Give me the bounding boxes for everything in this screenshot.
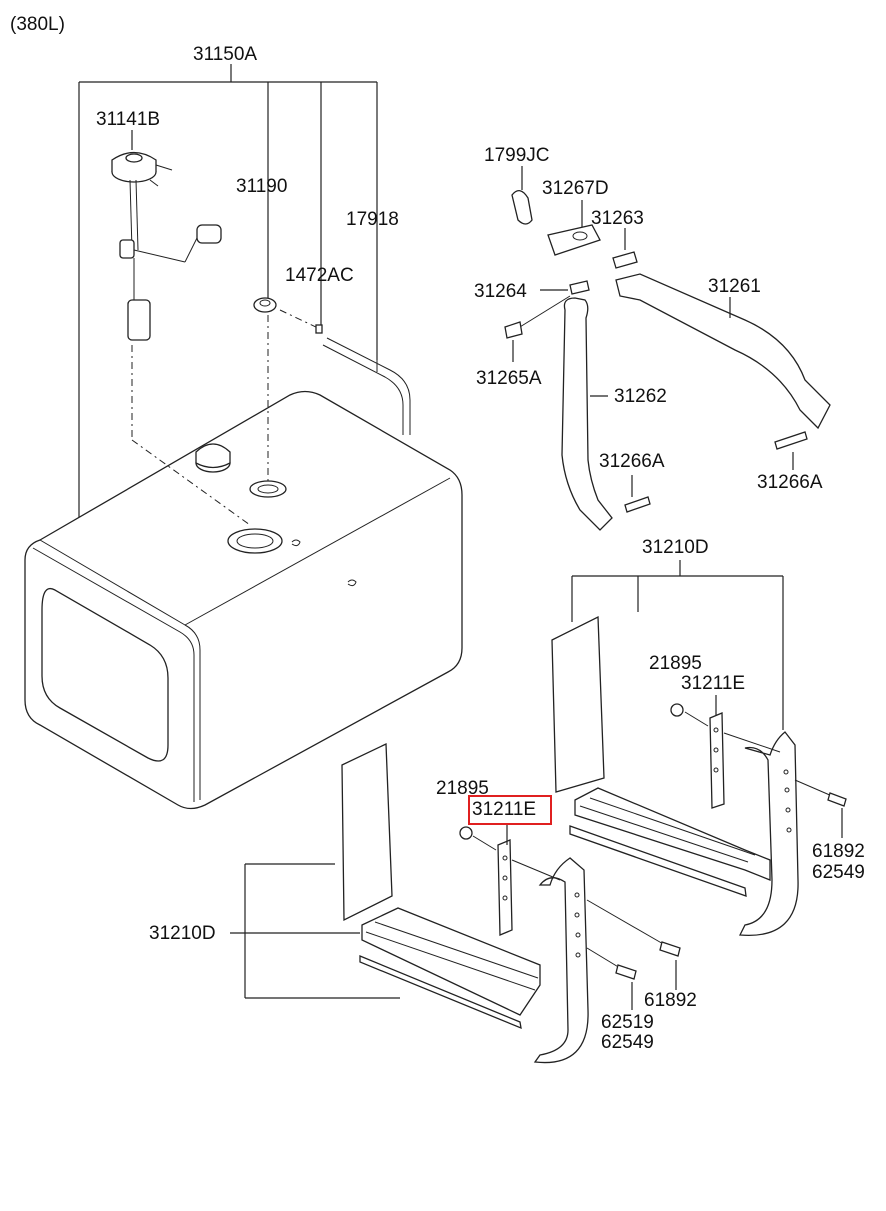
label-31261: 31261 [708, 276, 761, 297]
vent-fittings [253, 297, 411, 485]
label-62549-upper: 62549 [812, 862, 865, 883]
label-21895-lower: 21895 [436, 778, 489, 799]
label-31141B: 31141B [96, 109, 161, 130]
label-31267D: 31267D [542, 178, 609, 199]
label-62519: 62519 [601, 1012, 654, 1033]
fuel-tank [24, 390, 463, 810]
label-62549-lower: 62549 [601, 1032, 654, 1053]
label-31262: 31262 [614, 386, 667, 407]
fuel-sender-unit [111, 151, 251, 526]
label-17918: 17918 [346, 209, 399, 230]
label-61892-upper: 61892 [812, 841, 865, 862]
label-21895-upper: 21895 [649, 653, 702, 674]
label-31266A-left: 31266A [599, 451, 665, 472]
label-31211E-upper: 31211E [681, 673, 746, 694]
strap-assembly [504, 166, 831, 531]
label-31150A: 31150A [193, 44, 258, 65]
highlight-box [468, 795, 552, 825]
label-31211E-highlighted[interactable]: 31211E [472, 799, 537, 820]
label-1472AC: 1472AC [285, 265, 354, 286]
label-31264: 31264 [474, 281, 527, 302]
label-31263: 31263 [591, 208, 644, 229]
label-61892-lower: 61892 [644, 990, 697, 1011]
upper-step-assembly [551, 560, 847, 937]
label-31210D-lower: 31210D [149, 923, 216, 944]
capacity-note: (380L) [10, 14, 65, 35]
label-31210D-upper: 31210D [642, 537, 709, 558]
label-1799JC: 1799JC [484, 145, 550, 166]
assy-31150A-leaders [78, 64, 378, 520]
label-31265A: 31265A [476, 368, 542, 389]
lower-step-assembly [230, 742, 681, 1064]
label-31190: 31190 [236, 176, 288, 197]
label-31266A-right: 31266A [757, 472, 823, 493]
